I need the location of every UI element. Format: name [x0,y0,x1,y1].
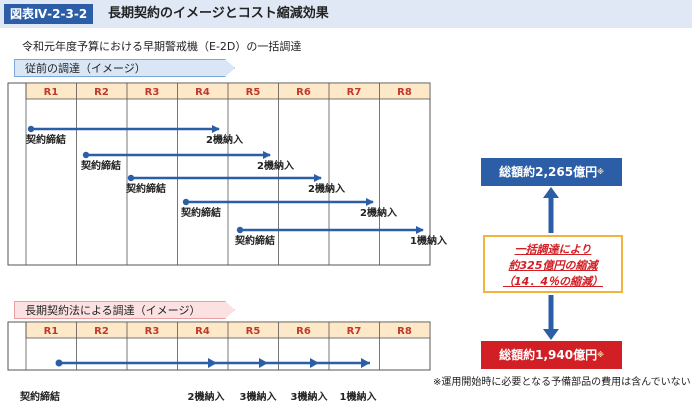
total-before-box: 総額約2,265億円※ [481,158,622,186]
after-delivery-arrowhead [310,358,319,368]
before-column-header-R7: R7 [347,87,362,98]
total-after-box: 総額約1,940億円※ [481,341,622,369]
before-column-header-R8: R8 [397,87,412,98]
after-delivery-arrowhead [259,358,268,368]
after-delivery-label: 2機納入 [188,390,225,403]
before-column-header-R6: R6 [296,87,311,98]
after-contract-label: 契約締結 [20,390,60,403]
before-delivery-label: 2機納入 [257,159,294,172]
title-bar: 図表Ⅳ-2-3-2 長期契約のイメージとコスト縮減効果 [0,0,692,28]
after-column-header-R7: R7 [347,326,362,337]
after-column-header-R3: R3 [145,326,160,337]
total-after-note-mark: ※ [597,351,604,359]
figure-label: 図表Ⅳ-2-3-2 [4,4,94,24]
before-grid-frame [7,82,431,266]
after-delivery-label: 3機納入 [240,390,277,403]
after-column-header-R6: R6 [296,326,311,337]
after-delivery-label: 3機納入 [291,390,328,403]
before-contract-label: 契約締結 [181,206,221,219]
before-delivery-label: 2機納入 [360,206,397,219]
after-column-header-R1: R1 [44,326,59,337]
after-column-header-R8: R8 [397,326,412,337]
total-before-label: 総額約2,265億円 [499,165,598,179]
reduction-line-3: （14．4％の縮減） [503,275,603,288]
after-column-header-R2: R2 [94,326,109,337]
before-column-header-R2: R2 [94,87,109,98]
reduction-line-1: 一括調達により [514,243,592,256]
before-column-header-R3: R3 [145,87,160,98]
diagram-subtitle: 令和元年度予算における早期警戒機（E-2D）の一括調達 [22,40,302,53]
after-delivery-label: 1機納入 [340,390,377,403]
reduction-line-2: 約325億円の縮減 [508,259,598,272]
before-delivery-label: 2機納入 [308,182,345,195]
after-delivery-arrowhead [361,358,370,368]
total-after-label: 総額約1,940億円 [499,348,598,362]
figure-title: 長期契約のイメージとコスト縮減効果 [108,6,329,21]
after-column-header-R5: R5 [246,326,261,337]
before-contract-label: 契約締結 [235,234,275,247]
before-column-header-R4: R4 [195,87,210,98]
footnote: ※運用開始時に必要となる予備部品の費用は含んでいない [433,377,691,388]
before-delivery-label: 2機納入 [206,133,243,146]
section-banner-before: 従前の調達（イメージ） [14,59,235,77]
before-contract-label: 契約締結 [26,133,66,146]
before-delivery-label: 1機納入 [410,234,447,247]
before-column-header-R5: R5 [246,87,261,98]
before-column-header-R1: R1 [44,87,59,98]
before-contract-label: 契約締結 [126,182,166,195]
after-column-header-R4: R4 [195,326,210,337]
arrow-down-head [543,329,559,340]
before-contract-label: 契約締結 [81,159,121,172]
reduction-callout: 一括調達により 約325億円の縮減 （14．4％の縮減） [483,235,623,293]
section-banner-after: 長期契約法による調達（イメージ） [14,301,235,319]
arrow-up-head [543,187,559,198]
total-before-note-mark: ※ [597,168,604,176]
after-delivery-arrowhead [208,358,217,368]
